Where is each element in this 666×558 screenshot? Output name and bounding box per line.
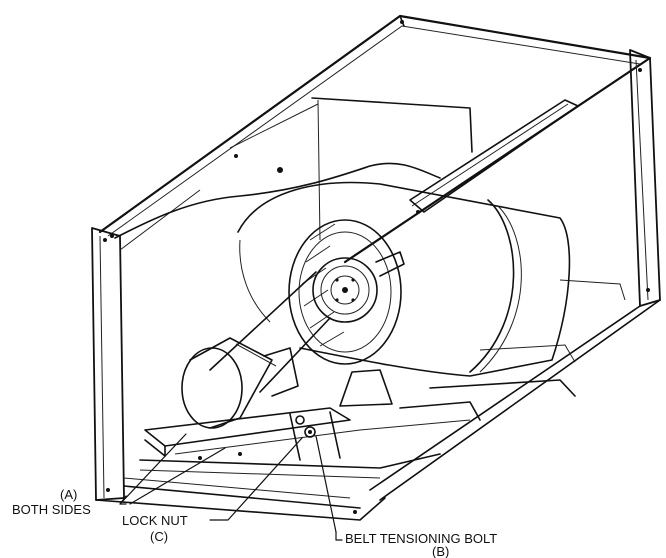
leader-lines — [119, 433, 343, 541]
callout-a-letter: (A) — [60, 487, 78, 502]
motor — [181, 337, 299, 429]
callout-b-letter: (B) — [432, 544, 450, 558]
callout-belt-tensioning-bolt: BELT TENSIONING BOLT — [345, 531, 498, 546]
callout-lock-nut: LOCK NUT — [122, 513, 188, 528]
blower-housing — [209, 181, 571, 393]
fastener-holes — [103, 20, 650, 514]
callout-c-letter: (C) — [150, 529, 169, 544]
base-rails — [139, 369, 576, 479]
callout-both-sides: BOTH SIDES — [12, 502, 91, 517]
cabinet-frame — [91, 14, 661, 521]
top-rail — [409, 99, 579, 213]
